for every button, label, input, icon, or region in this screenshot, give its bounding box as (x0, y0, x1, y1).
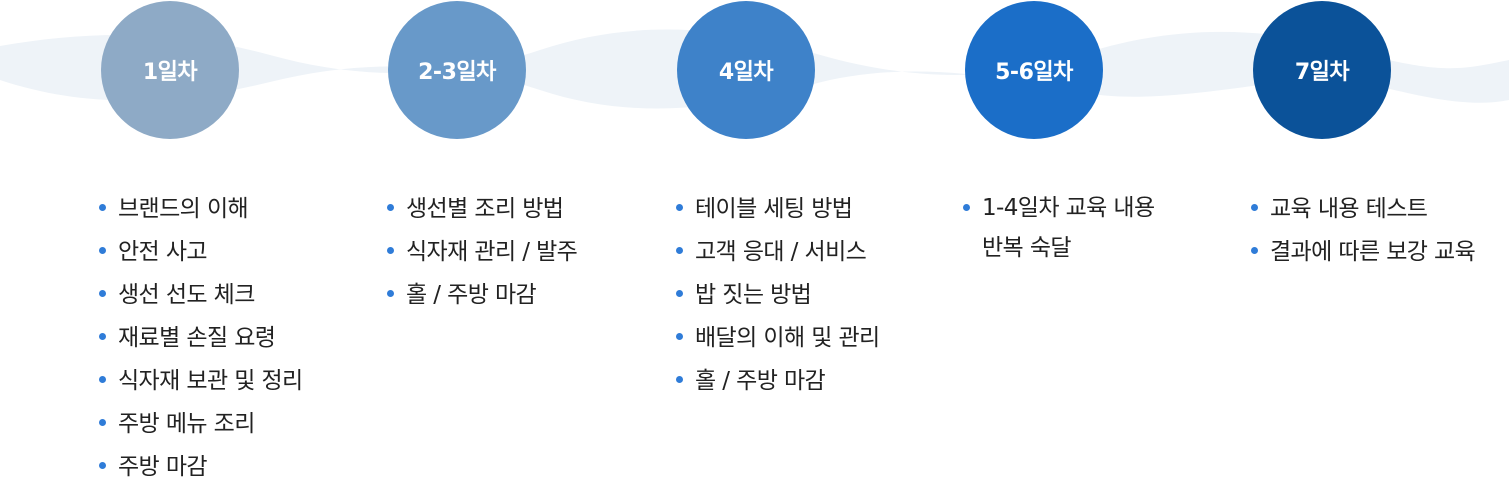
bullet-dot-icon (1251, 247, 1258, 254)
step-label: 4일차 (718, 60, 774, 85)
list-item: 주방 메뉴 조리 (99, 403, 303, 446)
step-label: 2-3일차 (418, 60, 496, 85)
bullet-dot-icon (99, 333, 106, 340)
bullet-dot-icon (1251, 204, 1258, 211)
list-item: 주방 마감 (99, 446, 303, 489)
list-item: 홀 / 주방 마감 (387, 274, 577, 317)
step-circle: 5-6일차 (965, 1, 1103, 139)
bullet-dot-icon (99, 290, 106, 297)
step-item-list: 브랜드의 이해 안전 사고 생선 선도 체크 재료별 손질 요령 식자재 보관 … (99, 188, 303, 489)
bullet-dot-icon (676, 376, 683, 383)
step-item-list: 교육 내용 테스트 결과에 따른 보강 교육 (1251, 188, 1476, 274)
list-item: 식자재 관리 / 발주 (387, 231, 578, 274)
bullet-dot-icon (387, 247, 394, 254)
list-item: 생선 선도 체크 (99, 274, 303, 317)
list-item: 브랜드의 이해 (99, 188, 303, 231)
step-day-2-3: 2-3일차 생선별 조리 방법 식자재 관리 / 발주 홀 / 주방 마감 (387, 0, 677, 481)
step-item-list: 1-4일차 교육 내용 반복 숙달 (963, 188, 1167, 268)
list-item: 밥 짓는 방법 (676, 274, 880, 317)
step-day-5-6: 5-6일차 1-4일차 교육 내용 반복 숙달 (963, 0, 1253, 481)
bullet-dot-icon (99, 204, 106, 211)
bullet-dot-icon (676, 204, 683, 211)
list-item: 교육 내용 테스트 (1251, 188, 1475, 231)
step-day-7: 7일차 교육 내용 테스트 결과에 따른 보강 교육 (1251, 0, 1509, 481)
list-item: 고객 응대 / 서비스 (676, 231, 880, 274)
bullet-dot-icon (387, 290, 394, 297)
step-circle: 2-3일차 (388, 1, 526, 139)
bullet-dot-icon (676, 333, 683, 340)
list-item: 안전 사고 (99, 231, 303, 274)
step-day-1: 1일차 브랜드의 이해 안전 사고 생선 선도 체크 재료별 손질 요령 식자재… (99, 0, 389, 481)
list-item: 결과에 따른 보강 교육 (1251, 231, 1476, 274)
list-item: 홀 / 주방 마감 (676, 360, 880, 403)
bullet-dot-icon (676, 247, 683, 254)
bullet-dot-icon (963, 204, 970, 211)
list-item: 재료별 손질 요령 (99, 317, 303, 360)
step-day-4: 4일차 테이블 세팅 방법 고객 응대 / 서비스 밥 짓는 방법 배달의 이해… (676, 0, 966, 481)
list-item: 생선별 조리 방법 (387, 188, 577, 231)
bullet-dot-icon (99, 419, 106, 426)
step-circle: 1일차 (101, 1, 239, 139)
list-item: 1-4일차 교육 내용 반복 숙달 (963, 188, 1167, 268)
step-item-list: 생선별 조리 방법 식자재 관리 / 발주 홀 / 주방 마감 (387, 188, 578, 317)
list-item: 식자재 보관 및 정리 (99, 360, 303, 403)
step-label: 5-6일차 (995, 60, 1073, 85)
step-circle: 7일차 (1253, 1, 1391, 139)
bullet-dot-icon (676, 290, 683, 297)
list-item: 배달의 이해 및 관리 (676, 317, 880, 360)
bullet-dot-icon (387, 204, 394, 211)
list-item: 테이블 세팅 방법 (676, 188, 880, 231)
bullet-dot-icon (99, 376, 106, 383)
bullet-dot-icon (99, 462, 106, 469)
step-circle: 4일차 (677, 1, 815, 139)
step-label: 1일차 (142, 60, 198, 85)
bullet-dot-icon (99, 247, 106, 254)
step-label: 7일차 (1294, 60, 1350, 85)
step-item-list: 테이블 세팅 방법 고객 응대 / 서비스 밥 짓는 방법 배달의 이해 및 관… (676, 188, 880, 403)
